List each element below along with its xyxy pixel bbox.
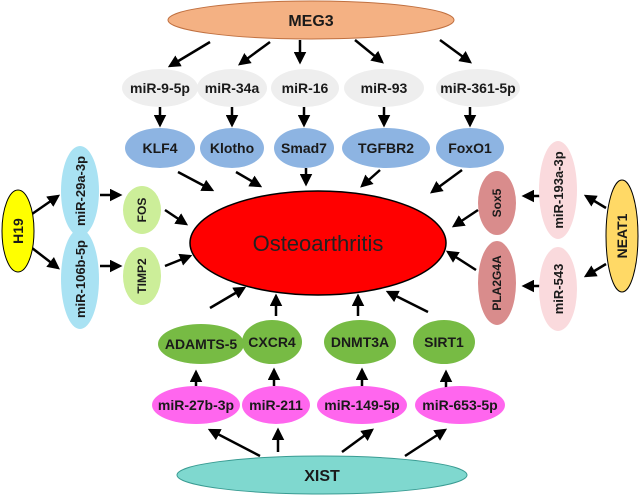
- meg3-targets: KLF4 Klotho Smad7 TGFBR2 FoxO1: [125, 128, 504, 168]
- arrow-neat1-mir-543: [583, 262, 607, 278]
- mirna-ellipse: [344, 69, 424, 107]
- h19-shape: [1, 189, 35, 273]
- arrow-klotho-oa: [235, 170, 263, 188]
- target-label: FoxO1: [448, 140, 492, 156]
- arrow-sox5-oa: [451, 208, 479, 228]
- arrow-meg3-mir-93: [354, 39, 384, 64]
- neat1-targets: Sox5 PLA2G4A: [478, 171, 516, 325]
- h19-mirnas: miR-29a-3p miR-106b-5p: [61, 146, 99, 329]
- osteoarthritis-label: Osteoarthritis: [253, 231, 384, 256]
- mirna-ellipse: [436, 69, 520, 107]
- target-ellipse: [123, 247, 161, 305]
- mirna-label: miR-361-5p: [440, 80, 515, 96]
- mirna-ellipse: [415, 386, 505, 424]
- target-ellipse: [158, 324, 244, 364]
- arrow-xist-mir-653-5p: [404, 428, 448, 458]
- h19-node: H19: [1, 189, 35, 273]
- mirna-ellipse: [242, 386, 310, 424]
- meg3-label: MEG3: [288, 13, 333, 30]
- neat1-node: NEAT1: [605, 179, 639, 293]
- meg3-mirnas: miR-9-5p miR-34a miR-16 miR-93 miR-361-5…: [122, 69, 520, 107]
- target-label: Sox5: [490, 188, 504, 217]
- osteoarthritis-shape: [189, 190, 447, 296]
- target-label: DNMT3A: [331, 334, 389, 350]
- target-ellipse: [342, 128, 430, 168]
- mirna-label: miR-27b-3p: [158, 397, 234, 413]
- meg3-shape: [167, 0, 455, 40]
- target-ellipse: [413, 320, 475, 364]
- xist-shape: [176, 455, 468, 495]
- target-label: FOS: [135, 198, 149, 223]
- mirna-ellipse: [539, 141, 577, 239]
- xist-label: XIST: [304, 468, 340, 485]
- arrow-neat1-mir-193a-3p: [583, 194, 607, 210]
- mirna-label: miR-29a-3p: [73, 156, 88, 226]
- target-ellipse: [242, 320, 302, 364]
- target-ellipse: [123, 186, 161, 234]
- mirna-label: miR-106b-5p: [73, 240, 88, 318]
- arrows: [31, 38, 607, 458]
- mirna-label: miR-211: [249, 397, 303, 413]
- target-label: ADAMTS-5: [165, 336, 238, 352]
- arrow-meg3-mir-361-5p: [439, 38, 473, 64]
- arrow-xist-mir-27b-3p: [207, 428, 261, 458]
- mirna-ellipse: [197, 69, 267, 107]
- target-ellipse: [478, 241, 516, 325]
- target-label: Smad7: [281, 140, 327, 156]
- arrow-foxo1-oa: [429, 168, 463, 194]
- mirna-label: miR-193a-3p: [551, 151, 566, 228]
- neat1-label: NEAT1: [614, 213, 630, 258]
- mirna-ellipse: [152, 386, 240, 424]
- mirna-label: miR-16: [282, 80, 329, 96]
- arrow-fos-oa: [164, 208, 189, 226]
- mirna-ellipse: [122, 69, 198, 107]
- mirna-ellipse: [271, 69, 339, 107]
- arrow-sirt1-oa: [385, 290, 429, 314]
- h19-label: H19: [10, 218, 26, 244]
- xist-node: XIST: [176, 455, 468, 495]
- mirna-ellipse: [317, 386, 407, 424]
- target-label: Klotho: [210, 140, 254, 156]
- mirna-label: miR-9-5p: [130, 80, 190, 96]
- mirna-label: miR-149-5p: [324, 397, 399, 413]
- target-ellipse: [274, 128, 334, 168]
- arrow-timp2-oa: [164, 253, 193, 268]
- arrow-h19-mir-29a-3p: [31, 194, 61, 216]
- target-ellipse: [125, 128, 195, 168]
- neat1-shape: [605, 179, 639, 293]
- mirna-label: miR-34a: [205, 80, 260, 96]
- target-label: SIRT1: [424, 334, 464, 350]
- arrow-meg3-mir-34a: [237, 40, 271, 66]
- osteoarthritis-node: Osteoarthritis: [189, 190, 447, 296]
- target-ellipse: [478, 171, 516, 235]
- mirna-label: miR-653-5p: [422, 397, 497, 413]
- arrow-adamts5-oa: [209, 286, 247, 310]
- mirna-ellipse: [61, 146, 99, 236]
- mirna-ellipse: [61, 229, 99, 329]
- target-label: CXCR4: [248, 334, 296, 350]
- neat1-mirnas: miR-193a-3p miR-543: [539, 141, 577, 331]
- target-label: TIMP2: [135, 258, 149, 294]
- target-label: KLF4: [143, 140, 178, 156]
- h19-targets: FOS TIMP2: [123, 186, 161, 305]
- xist-targets: ADAMTS-5 CXCR4 DNMT3A SIRT1: [158, 320, 475, 364]
- xist-mirnas: miR-27b-3p miR-211 miR-149-5p miR-653-5p: [152, 386, 505, 424]
- target-ellipse: [436, 128, 504, 168]
- arrow-meg3-mir-9-5p: [167, 40, 211, 68]
- arrow-pla2g4a-oa: [445, 250, 477, 272]
- meg3-node: MEG3: [167, 0, 455, 40]
- arrow-klf4-oa: [177, 170, 215, 192]
- mirna-label: miR-543: [551, 264, 566, 315]
- mirna-label: miR-93: [361, 80, 408, 96]
- arrow-h19-mir-106b-5p: [31, 247, 60, 270]
- target-label: PLA2G4A: [490, 255, 504, 311]
- mirna-ellipse: [539, 247, 577, 331]
- target-ellipse: [324, 320, 396, 364]
- target-label: TGFBR2: [358, 140, 414, 156]
- arrow-xist-mir-149-5p: [341, 428, 375, 454]
- arrow-tgfbr2-oa: [360, 169, 381, 188]
- target-ellipse: [200, 128, 264, 168]
